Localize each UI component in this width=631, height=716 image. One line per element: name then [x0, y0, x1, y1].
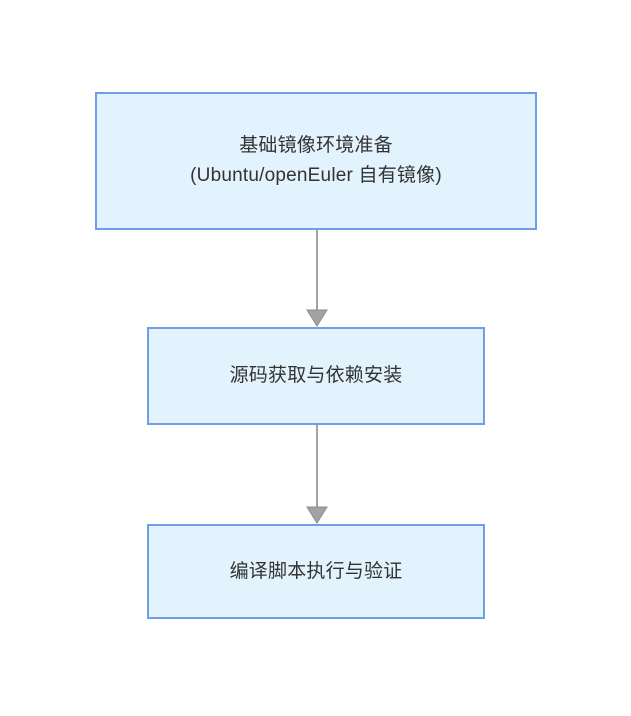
flow-node-label-line: 源码获取与依赖安装 [229, 365, 403, 386]
edge-node1-to-node2 [306, 230, 328, 327]
flow-node-build-and-verify[interactable]: 编译脚本执行与验证 [147, 524, 485, 619]
edge-2-arrowhead-icon [306, 506, 328, 524]
edge-1-arrowhead-icon [306, 309, 328, 327]
flow-node-label-line: (Ubuntu/openEuler 自有镜像) [190, 165, 442, 186]
flow-node-base-image-env[interactable]: 基础镜像环境准备 (Ubuntu/openEuler 自有镜像) [95, 92, 537, 230]
flow-node-source-and-deps[interactable]: 源码获取与依赖安装 [147, 327, 485, 425]
edge-node2-to-node3 [306, 425, 328, 524]
flow-node-label-line: 基础镜像环境准备 [239, 135, 393, 156]
flow-node-label-line: 编译脚本执行与验证 [229, 560, 403, 582]
